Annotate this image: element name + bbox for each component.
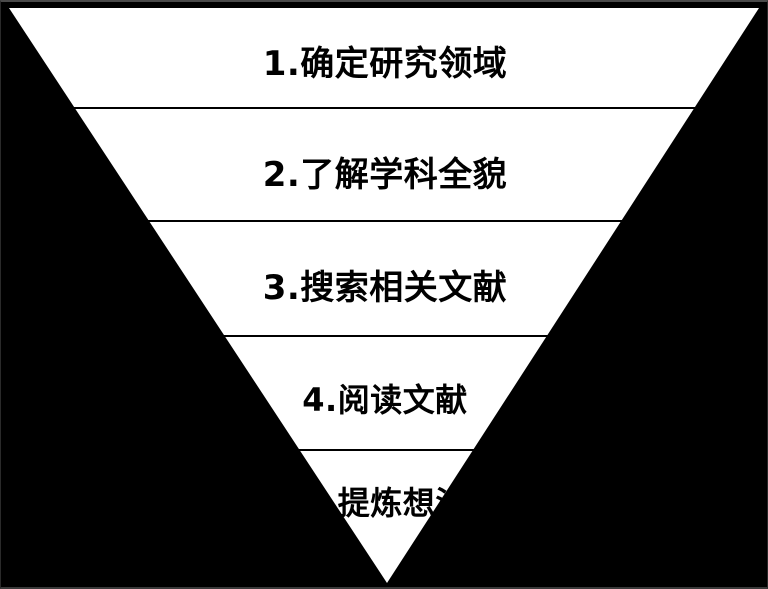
pyramid-level-5-label: 5.提炼想法	[302, 484, 468, 522]
pyramid-level-2-label: 2.了解学科全貌	[262, 155, 508, 195]
pyramid-level-1-label: 1.确定研究领域	[262, 44, 508, 84]
pyramid-divider-1	[73, 107, 701, 109]
pyramid-level-3-label: 3.搜索相关文献	[262, 268, 508, 308]
pyramid-level-4-label: 4.阅读文献	[302, 381, 468, 419]
pyramid-divider-4	[280, 449, 492, 451]
pyramid-divider-2	[141, 220, 633, 222]
pyramid-divider-3	[207, 335, 565, 337]
